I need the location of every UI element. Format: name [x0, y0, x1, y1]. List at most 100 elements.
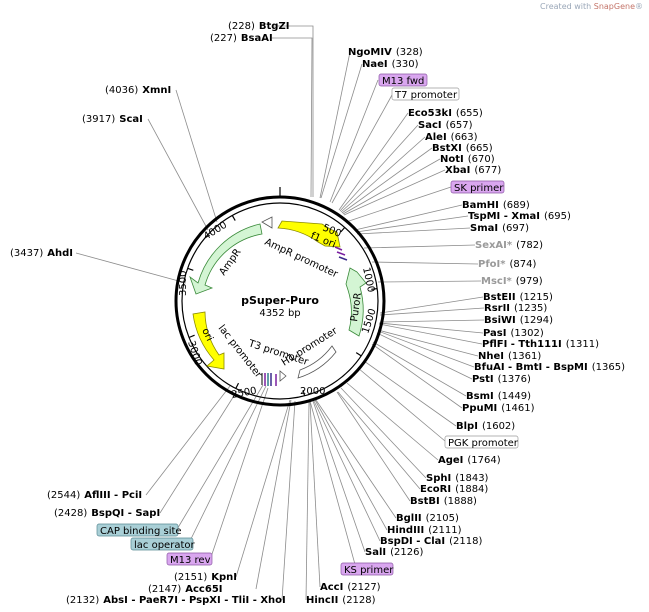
site-bsaai: (227)BsaAI	[210, 33, 273, 44]
leader-acc65i	[255, 399, 292, 590]
leader-sphi	[340, 387, 427, 479]
site-bspdi: BspDI - ClaI(2118)	[380, 536, 482, 547]
feature-h1-promoter-arrow	[297, 345, 337, 379]
leader-t7	[331, 94, 393, 204]
tick-mark-7	[187, 267, 194, 271]
site-bfuai: BfuAI - BmtI - BspMI(1365)	[474, 362, 625, 373]
capsite-box	[96, 523, 179, 537]
leader-ksprimer	[309, 400, 357, 569]
leader-psti	[376, 332, 473, 380]
leader-btgzi	[272, 25, 314, 197]
site-sphi: SphI(1843)	[426, 473, 489, 484]
leader-rsrii	[379, 307, 485, 316]
plasmid-name: pSuper-Puro	[241, 294, 319, 307]
site-bstbi: BstBI(1888)	[410, 496, 477, 507]
site-btgzi: (228)BtgZI	[228, 21, 289, 32]
tick-mark-6	[188, 334, 195, 339]
leader-tspmi	[355, 215, 469, 233]
leader-capsite	[175, 384, 264, 532]
leader-bsiwi	[379, 319, 485, 323]
site-absi: (2132)AbsI - PaeR7I - PspXI - TliI - Xho…	[66, 595, 286, 606]
leader-pasi	[378, 322, 484, 334]
feature-label-ori: ori	[199, 327, 214, 343]
feature-mcs-marks	[261, 246, 348, 386]
leader-bsteii	[379, 296, 484, 314]
skprimer-label: SK primer	[454, 183, 504, 194]
leader-bsmi	[372, 341, 467, 397]
site-bsteii: BstEII(1215)	[483, 292, 553, 303]
pgk-box	[444, 435, 519, 449]
site-nhei: NheI(1361)	[478, 351, 541, 362]
m13fwd-label: M13 fwd	[382, 76, 424, 87]
leader-acci	[309, 401, 321, 588]
site-smai: SmaI(697)	[470, 223, 529, 234]
site-pflfi: PflFI - Tth111I(1311)	[482, 339, 599, 350]
site-alei: AleI(663)	[425, 132, 478, 143]
leader-bstbi	[336, 391, 411, 502]
site-hincii: HincII(2128)	[306, 595, 376, 606]
tick-label-4000: 4000	[202, 220, 229, 243]
site-bsmi: BsmI(1449)	[466, 391, 531, 402]
site-ecori: EcoRI(1884)	[420, 484, 488, 495]
site-rsrii: RsrII(1235)	[484, 303, 547, 314]
site-ngomiv: NgoMIV(328)	[348, 47, 423, 58]
leader-absi	[281, 400, 296, 601]
ring-inner	[181, 202, 379, 400]
leader-noti	[342, 158, 441, 215]
leader-pgk	[357, 367, 446, 442]
m13rev-box	[166, 552, 213, 566]
feature-label-puror: PuroR	[349, 292, 364, 322]
site-msci: MscI*(979)	[481, 276, 543, 287]
site-kpni: (2151)KpnI	[174, 572, 237, 583]
tick-label-1000: 1000	[360, 266, 376, 293]
feature-ampr-promoter-arrow	[261, 216, 273, 229]
site-sexai: SexAI*(782)	[475, 240, 543, 251]
site-acci: AccI(2127)	[320, 582, 381, 593]
leader-smai	[356, 227, 471, 235]
leader-bsaai	[272, 37, 313, 198]
leader-skprimer	[345, 186, 452, 223]
tick-mark-3	[355, 352, 362, 357]
site-bsiwi: BsiWI(1294)	[484, 315, 553, 326]
leader-agei	[346, 382, 439, 461]
site-eco53ki: Eco53kI(655)	[408, 108, 483, 119]
plasmid-size: 4352 bp	[259, 308, 300, 319]
site-noti: NotI(670)	[440, 154, 495, 165]
site-sali: SalI(2126)	[365, 547, 423, 558]
enzyme-labels: (228)BtgZI (227)BsaAI NgoMIV(328) NaeI(3…	[10, 21, 625, 606]
site-aflii: (2544)AflIII - PciI	[47, 490, 142, 501]
leader-lacop	[187, 385, 267, 546]
leader-pfoi	[371, 261, 479, 265]
leader-hincii	[305, 401, 310, 601]
leader-naei	[320, 63, 363, 199]
feature-f1-ori-arrow	[277, 220, 341, 248]
features	[189, 216, 367, 386]
tick-mark-4	[302, 389, 306, 397]
tick-mark-2	[371, 288, 378, 290]
leader-bglii	[315, 399, 397, 519]
site-bamhi: BamHI(689)	[462, 200, 530, 211]
site-xbai: XbaI(677)	[445, 165, 501, 176]
feature-t3-promoter-arrow	[279, 370, 287, 382]
annotation-boxes: M13 fwd T7 promoter SK primer PGK promot…	[96, 73, 519, 576]
leader-lines	[75, 25, 485, 601]
lacop-label: lac operator	[134, 540, 195, 551]
leader-ppumi	[371, 343, 463, 409]
t7-box	[391, 87, 460, 101]
leader-aflii	[145, 385, 231, 496]
site-saci: SacI(657)	[418, 120, 473, 131]
leader-pflfi	[378, 323, 483, 345]
tick-label-2000: 2000	[300, 386, 325, 397]
leader-m13fwd	[329, 79, 379, 203]
leader-bspdi	[313, 400, 381, 542]
leader-saci	[339, 124, 419, 212]
snapgene-watermark: Created with SnapGene®	[540, 2, 643, 11]
site-bglii: BglII(2105)	[396, 513, 459, 524]
m13rev-label: M13 rev	[170, 555, 211, 566]
tick-marks	[187, 187, 378, 397]
site-bspqi: (2428)BspQI - SapI	[54, 508, 160, 519]
lacop-box	[130, 537, 194, 551]
site-ppumi: PpuMI(1461)	[462, 403, 535, 414]
site-ahdi: (3437)AhdI	[10, 248, 73, 259]
leader-alei	[340, 136, 426, 213]
